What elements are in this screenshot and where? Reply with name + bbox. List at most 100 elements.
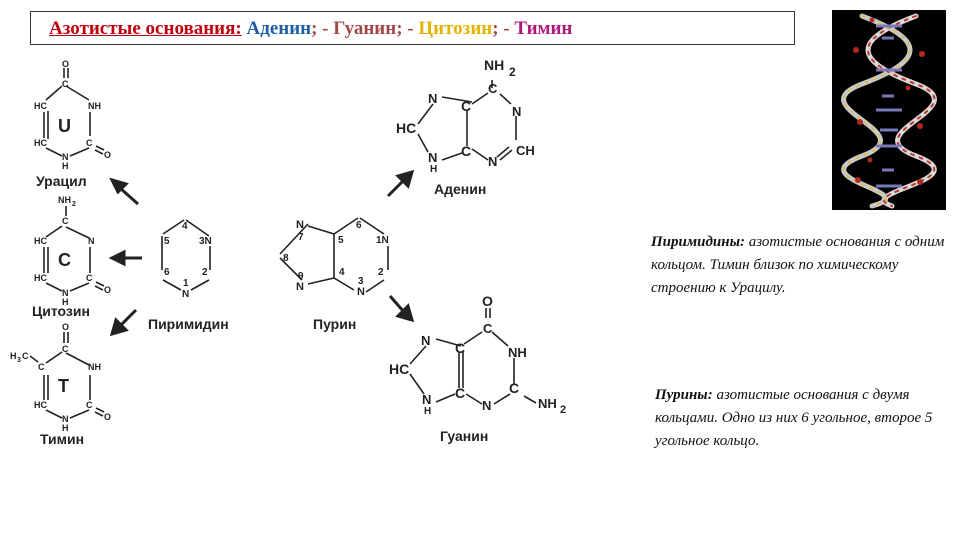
adenine-name: Аденин — [434, 181, 486, 197]
title-label: Азотистые основания: — [49, 18, 242, 39]
cytosine-name: Цитозин — [32, 303, 90, 319]
adenine-atom-ch2: CH — [516, 143, 535, 158]
uracil-atom-hc5: HC — [34, 101, 47, 111]
pyrimidine-atom-n: N — [182, 289, 189, 300]
note-purines: Пурины: азотистые основания с двумя коль… — [655, 384, 951, 453]
guanine-name: Гуанин — [440, 428, 488, 444]
dna-helix-image — [832, 10, 946, 210]
thymine-letter: T — [58, 376, 69, 396]
title-sep-2: ; - — [396, 18, 419, 39]
purine-ring — [279, 217, 389, 293]
cytosine-atom-c2: C — [86, 273, 93, 283]
title-sep-1: ; - — [311, 18, 334, 39]
thymine-atom-o: O — [62, 322, 69, 332]
pyrimidine-num-3n: 3N — [199, 236, 212, 247]
thymine-atom-h: H — [10, 351, 17, 361]
uracil-atom-o2: O — [104, 150, 111, 160]
title-adenine: Аденин — [246, 18, 312, 39]
title-thymine: Тимин — [514, 18, 573, 39]
adenine-atom-c6: C — [488, 81, 498, 96]
title-guanine: Гуанин — [333, 18, 397, 39]
uracil-atom-nh3: NH — [88, 101, 101, 111]
note-purines-text: азотистые основания с двумя кольцами. Од… — [655, 387, 933, 449]
cytosine-atom-nh3: N — [88, 236, 95, 246]
thymine-atom-n1: N — [62, 414, 69, 424]
thymine-atom-h-sub: 3 — [17, 357, 21, 364]
adenine-atom-n1: N — [512, 104, 521, 119]
adenine-atom-nh: NH — [484, 57, 504, 73]
title-cytosine: Цитозин — [418, 18, 493, 39]
note-pyrimidines-label: Пиримидины: — [651, 234, 745, 250]
cytosine-letter: C — [58, 250, 71, 270]
guanine-atom-n9: N — [422, 392, 431, 407]
thymine-atom-c2: C — [86, 400, 93, 410]
cytosine-atom-o2: O — [104, 285, 111, 295]
guanine-atom-h: H — [424, 406, 431, 417]
uracil-atom-o: O — [62, 59, 69, 69]
uracil-letter: U — [58, 116, 71, 136]
adenine-atom-hc8: HC — [396, 120, 416, 136]
purine-atom-n9: N — [296, 281, 304, 293]
pyrimidine-num-1: 1 — [183, 278, 189, 289]
purine-num-2: 2 — [378, 267, 384, 278]
note-pyrimidines-text: азотистые основания с одним кольцом. Тим… — [651, 234, 945, 296]
adenine-atom-n7: N — [428, 91, 437, 106]
adenine-atom-c5: C — [461, 98, 471, 114]
cytosine-atom-hc6: HC — [34, 273, 47, 283]
thymine-name: Тимин — [40, 431, 84, 447]
note-purines-label: Пурины: — [655, 387, 713, 403]
thymine-atom-c5: C — [38, 362, 45, 372]
adenine-atom-h: H — [430, 164, 437, 175]
thymine-atom-c4: C — [62, 344, 69, 354]
uracil-ring — [43, 68, 105, 157]
guanine-atom-c4: C — [455, 385, 465, 401]
adenine-atom-n3: N — [488, 154, 497, 169]
guanine-atom-n7: N — [421, 333, 430, 348]
title-box: Азотистые основания: Аденин; - Гуанин; -… — [30, 11, 795, 45]
thymine-atom-nh: H — [62, 423, 69, 433]
guanine-atom-n3: N — [482, 398, 491, 413]
pyrimidine-num-2: 2 — [202, 267, 208, 278]
thymine-atom-o2: O — [104, 412, 111, 422]
cytosine-atom-nh-sub: 2 — [72, 201, 76, 208]
adenine-atom-c4: C — [461, 143, 471, 159]
pyrimidine-name: Пиримидин — [148, 316, 229, 332]
guanine-atom-c6: C — [483, 321, 493, 336]
pyrimidine-num-5: 5 — [164, 236, 170, 247]
purine-num-8: 8 — [283, 253, 289, 264]
adenine-ring — [417, 80, 517, 161]
pyrimidine-ring — [161, 219, 211, 291]
thymine-atom-c-methyl: C — [22, 351, 29, 361]
purine-num-3: 3 — [358, 276, 364, 287]
purine-num-6: 6 — [356, 220, 362, 231]
guanine-atom-o: O — [482, 293, 493, 309]
purine-num-1n: 1N — [376, 235, 389, 246]
title-sep-3: ; - — [492, 18, 515, 39]
thymine-ring — [29, 332, 105, 419]
purine-num-5: 5 — [338, 235, 344, 246]
thymine-atom-hc6: HC — [34, 400, 47, 410]
cytosine-atom-c4: C — [62, 216, 69, 226]
guanine-atom-nh1: NH — [508, 345, 527, 360]
uracil-atom-c2: C — [86, 138, 93, 148]
uracil-atom-c4: C — [62, 79, 69, 89]
pyrimidine-num-6: 6 — [164, 267, 170, 278]
arrow-to-adenine-icon — [395, 169, 415, 189]
arrow-to-cytosine-icon — [108, 249, 126, 267]
guanine-atom-nh2-sub: 2 — [560, 404, 566, 416]
guanine-atom-c5: C — [455, 340, 465, 356]
title-text: Азотистые основания: Аденин; - Гуанин; -… — [49, 18, 572, 40]
arrow-to-guanine-icon — [395, 303, 415, 323]
purine-atom-n7: N — [296, 219, 304, 231]
purine-atom-n3: N — [357, 286, 365, 298]
arrow-to-uracil-icon — [109, 177, 129, 195]
cytosine-ring — [43, 206, 105, 292]
guanine-ring — [409, 308, 537, 405]
thymine-atom-nh3: NH — [88, 362, 101, 372]
arrows — [108, 169, 415, 337]
uracil-atom-n1: N — [62, 152, 69, 162]
pyrimidine-num-4: 4 — [182, 221, 188, 232]
uracil-name: Урацил — [36, 173, 87, 189]
cytosine-atom-n1: N — [62, 288, 69, 298]
